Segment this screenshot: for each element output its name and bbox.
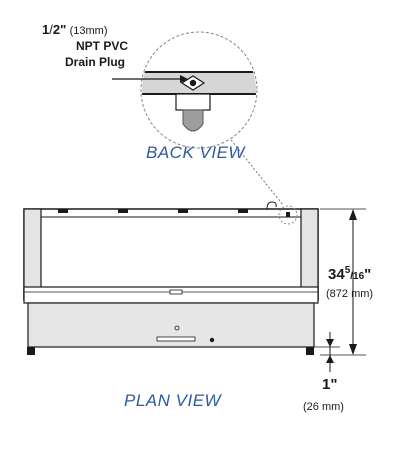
- unit-upper-body: [23, 208, 319, 301]
- detail-leader: [230, 139, 284, 206]
- detail-circle: [140, 31, 258, 149]
- plan-view-title: PLAN VIEW: [124, 391, 222, 410]
- height-whole: 34: [328, 266, 345, 283]
- height-dimension-label: 345/16": [328, 265, 372, 283]
- callout-size-whole: 1: [42, 22, 50, 37]
- height-inch: ": [364, 266, 372, 283]
- height-numerator: 5: [344, 265, 351, 276]
- callout-line-drain: Drain Plug: [65, 55, 126, 69]
- height-metric-label: (872 mm): [326, 288, 374, 300]
- drain-plug-detail: [142, 71, 256, 132]
- callout-size-inch: ": [60, 22, 67, 37]
- drain-plug-location: [278, 205, 298, 225]
- back-view-title: BACK VIEW: [146, 143, 245, 162]
- unit-rail: [23, 286, 319, 304]
- callout-size-label: 1/2" (13mm): [42, 22, 108, 37]
- callout-size-denominator: 2: [52, 22, 61, 37]
- callout-line-npt: NPT PVC: [76, 39, 129, 53]
- offset-imperial-label: 1": [322, 376, 338, 393]
- offset-metric-label: (26 mm): [303, 401, 344, 413]
- callout-size-metric: (13mm): [69, 25, 108, 37]
- height-denominator: 16: [353, 271, 365, 282]
